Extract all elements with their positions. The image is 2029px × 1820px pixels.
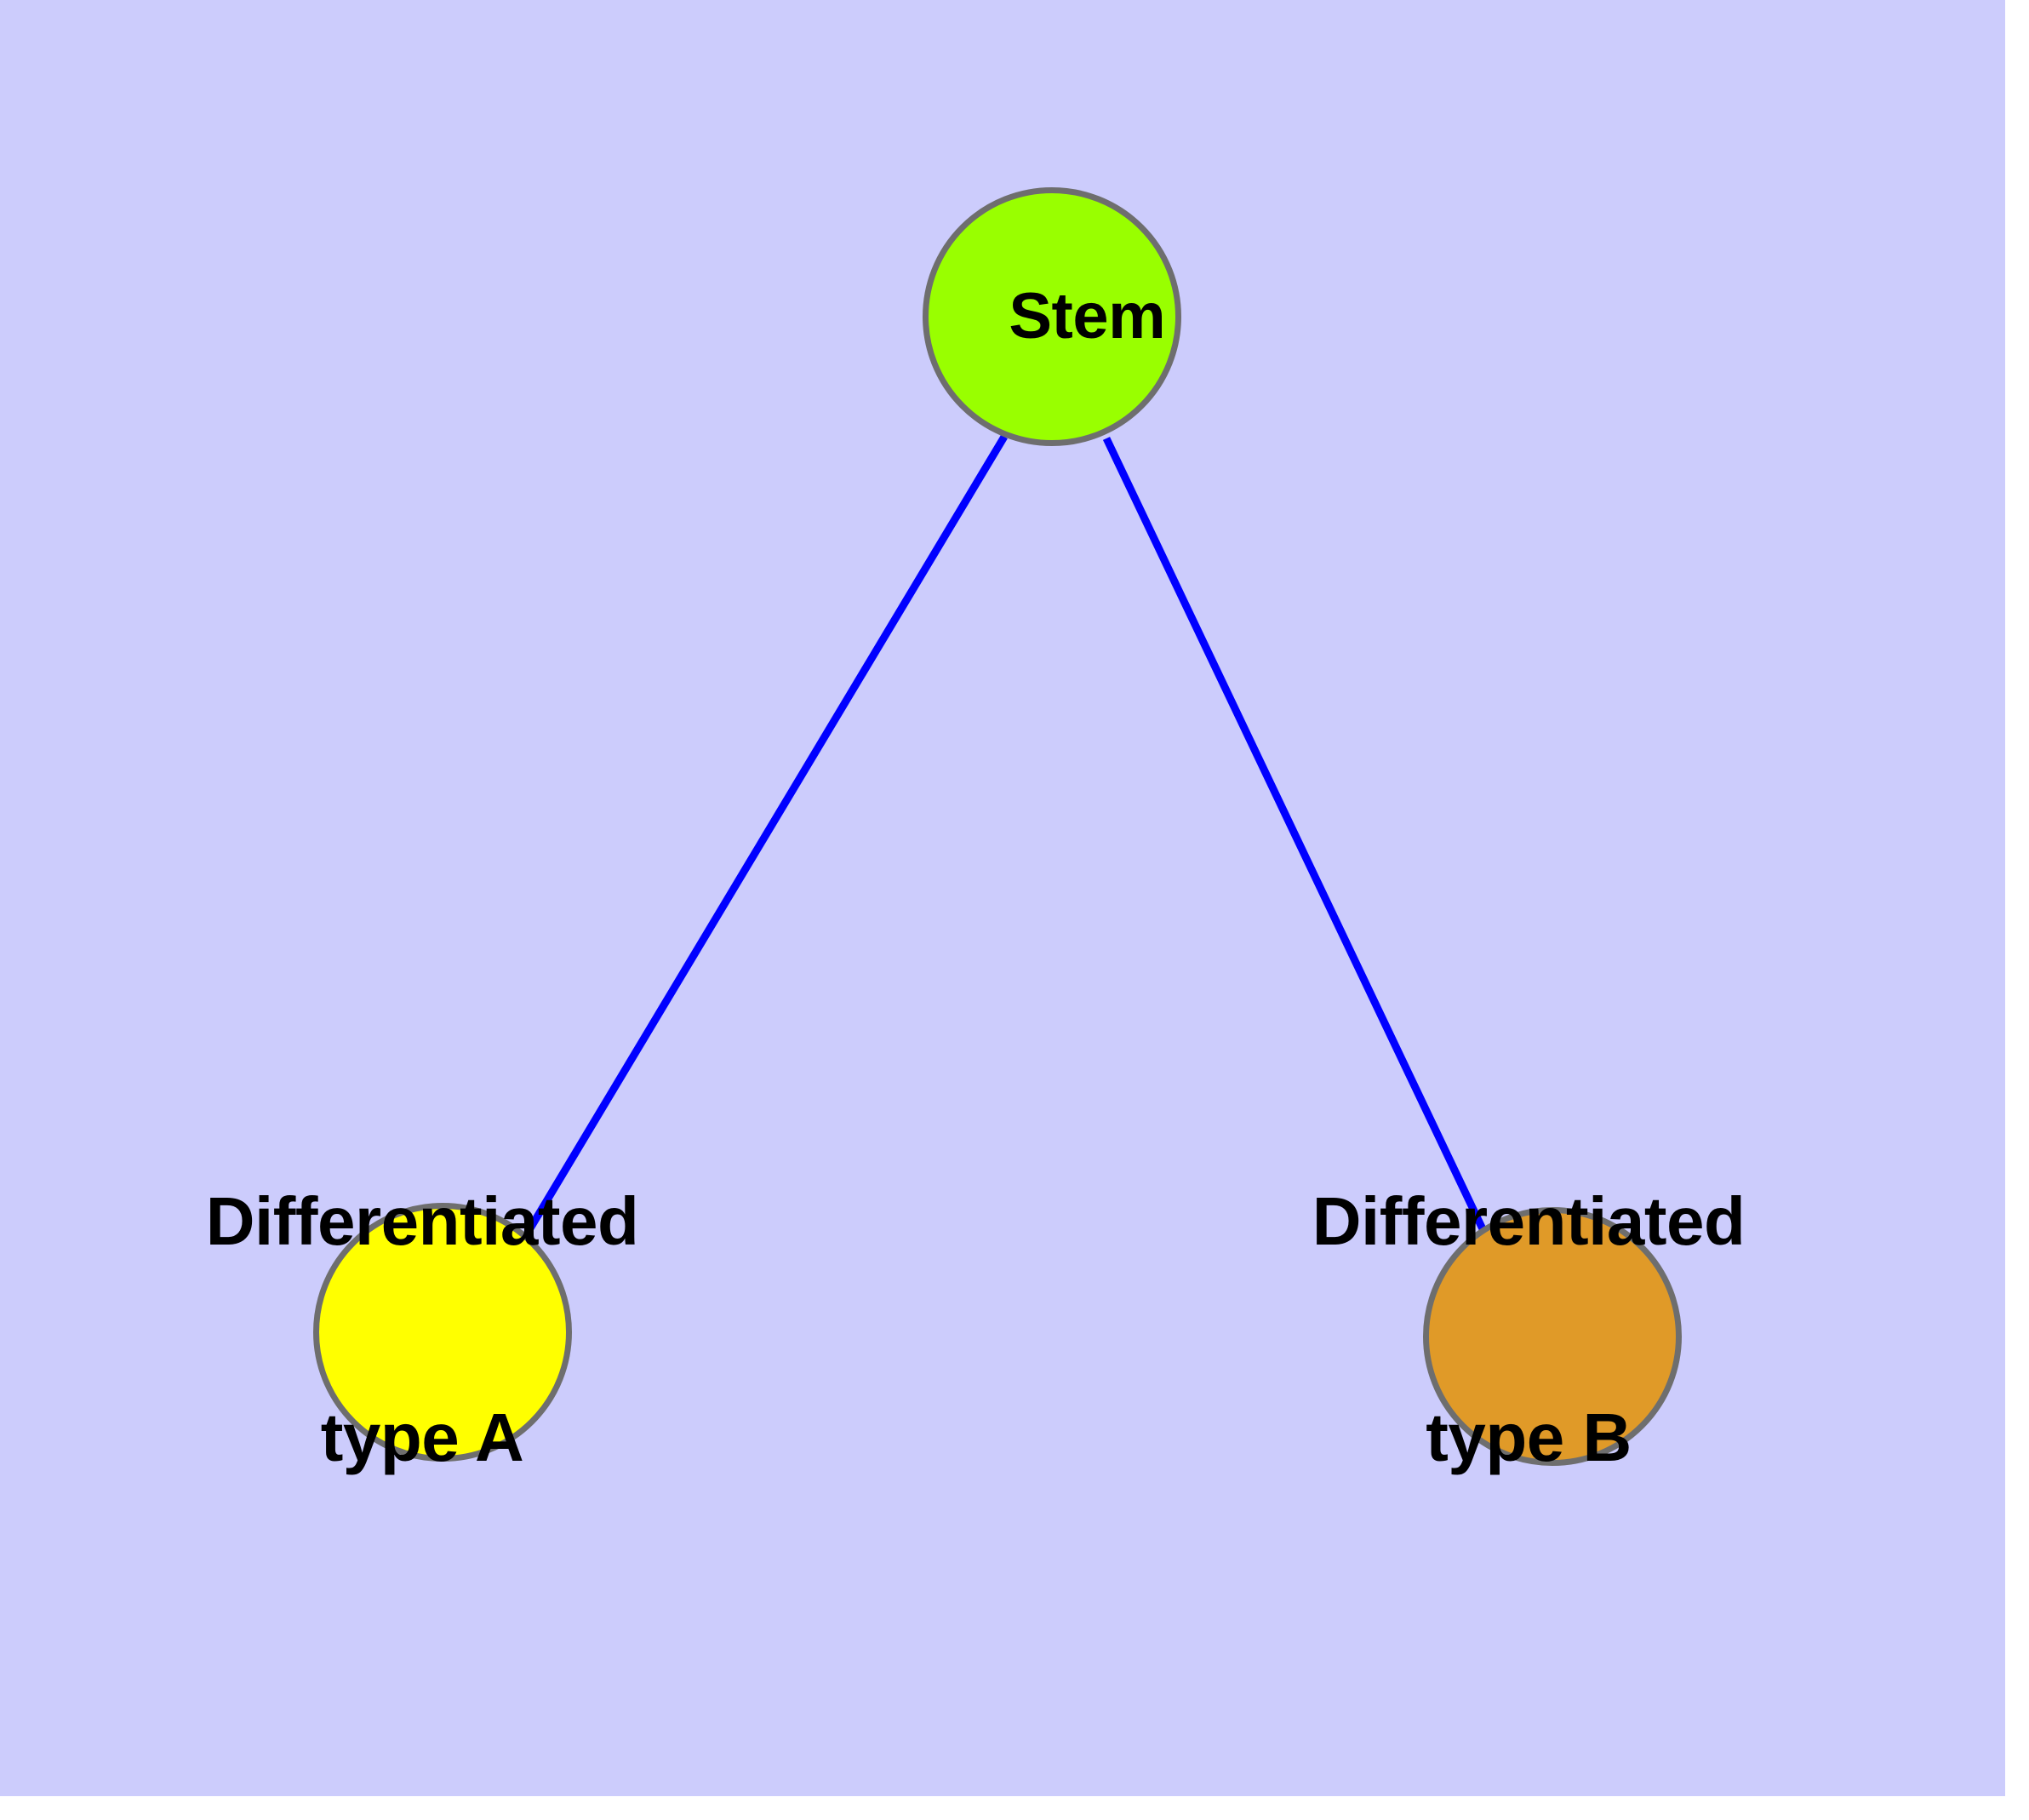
edge-group [524, 434, 1489, 1236]
edge-stem-to-differentiated-type-b[interactable] [1102, 437, 1489, 1236]
edge-stem-to-differentiated-type-a[interactable] [524, 434, 1008, 1235]
node-stem[interactable] [923, 187, 1181, 446]
node-differentiated-type-b[interactable] [1423, 1207, 1682, 1466]
node-group [313, 187, 1682, 1466]
node-differentiated-type-a[interactable] [313, 1203, 572, 1462]
